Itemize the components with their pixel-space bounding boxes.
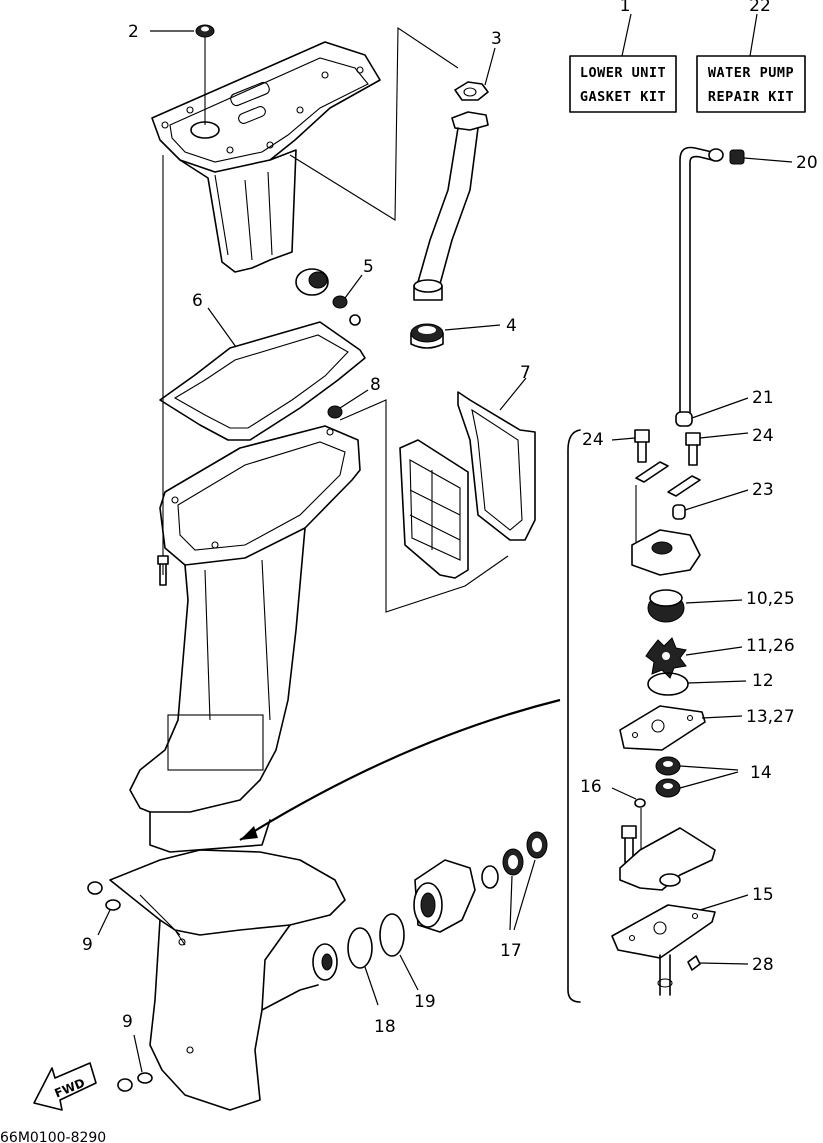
part-17-seals: 17 (481, 831, 548, 961)
callout-24a: 24 (582, 430, 604, 450)
callout-21: 21 (752, 388, 774, 408)
part-24-bolt-right: 24 (685, 426, 774, 466)
water-tube (413, 111, 489, 301)
part-13-outer-plate: 13,27 (619, 705, 795, 751)
part-20-water-pipe: 20 (679, 146, 818, 421)
housing-bolt (157, 555, 169, 586)
callout-4: 4 (506, 316, 517, 336)
callout-20: 20 (796, 153, 818, 173)
callout-19: 19 (414, 992, 436, 1012)
driveshaft-housing (129, 425, 361, 853)
callout-14: 14 (750, 763, 772, 783)
callout-18: 18 (374, 1017, 396, 1037)
drive-shaft-stub (657, 954, 673, 996)
callout-16: 16 (580, 777, 602, 797)
callout-11-26: 11,26 (746, 636, 795, 656)
part-11-impeller: 11,26 (645, 636, 795, 679)
prop-shaft-bearing (312, 943, 338, 981)
callout-6: 6 (192, 291, 203, 311)
callout-28: 28 (752, 955, 774, 975)
part-23-dowel: 23 (672, 480, 774, 520)
part-9-screw-lower: 9 (117, 1012, 153, 1092)
diagram-code: 66M0100-8290 (0, 1130, 106, 1143)
part-24-bolt-left: 24 (582, 429, 650, 463)
callout-13-27: 13,27 (746, 707, 795, 727)
part-19-o-ring: 19 (379, 913, 436, 1012)
part-10-insert-cartridge: 10,25 (647, 589, 795, 623)
retainer-plates (635, 461, 701, 497)
part-9-screw-upper: 9 (82, 881, 121, 955)
part-8-nut: 8 (327, 375, 381, 419)
pump-housing (631, 529, 701, 576)
intake-screen (399, 439, 469, 579)
lower-unit-gearcase (109, 849, 346, 1111)
upper-mount-plate (151, 41, 381, 273)
water-pump-kit-line2: REPAIR KIT (708, 89, 794, 105)
part-16-dowel-pin: 16 (580, 777, 646, 808)
part-15-gasket: 15 (611, 885, 774, 959)
lower-unit-gasket-kit-box: 1 LOWER UNIT GASKET KIT (569, 0, 677, 113)
part-5-bushing: 5 (295, 257, 374, 326)
part-4-seal: 4 (410, 316, 517, 349)
callout-12: 12 (752, 671, 774, 691)
callout-1: 1 (620, 0, 631, 16)
assembly-arrow (239, 698, 561, 841)
callout-10-25: 10,25 (746, 589, 795, 609)
part-3-gasket: 3 (454, 29, 502, 101)
forward-direction-arrow: FWD (33, 1062, 97, 1111)
part-18-o-ring: 18 (347, 927, 396, 1037)
prop-shaft-housing (413, 859, 476, 933)
water-pump-repair-kit-box: 22 WATER PUMP REPAIR KIT (696, 0, 806, 113)
callout-24b: 24 (752, 426, 774, 446)
callout-8: 8 (370, 375, 381, 395)
part-6-gasket: 6 (159, 291, 366, 441)
water-pump-kit-line1: WATER PUMP (708, 65, 794, 81)
part-7-water-screen: 7 (457, 363, 536, 541)
part-12-o-ring: 12 (647, 671, 774, 696)
part-21-grommet: 21 (675, 388, 774, 427)
callout-7: 7 (520, 363, 531, 383)
callout-23: 23 (752, 480, 774, 500)
water-pump-bracket (567, 429, 581, 1003)
callout-15: 15 (752, 885, 774, 905)
part-28-key: 28 (687, 955, 774, 975)
callout-2: 2 (128, 22, 139, 42)
callout-3: 3 (491, 29, 502, 49)
part-14-bearings: 14 (655, 756, 772, 798)
callout-5: 5 (363, 257, 374, 277)
pump-base (619, 825, 716, 891)
callout-22: 22 (749, 0, 771, 16)
lower-unit-kit-line2: GASKET KIT (580, 89, 666, 105)
part-2-grommet: 2 (128, 22, 215, 125)
lower-unit-kit-line1: LOWER UNIT (580, 65, 666, 81)
callout-17: 17 (500, 941, 522, 961)
callout-9b: 9 (122, 1012, 133, 1032)
callout-9a: 9 (82, 935, 93, 955)
